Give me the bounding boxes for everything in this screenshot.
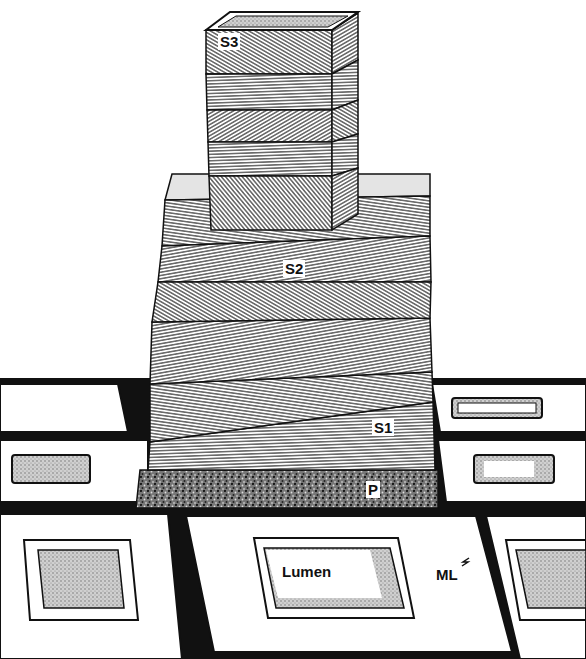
layer-label: S3 [218,33,240,50]
layer-label: ML [434,566,460,583]
lumen-label: Lumen [280,563,333,580]
layer-label: S1 [372,419,394,436]
layer-label: P [366,481,380,498]
layer-label: S2 [283,260,305,277]
